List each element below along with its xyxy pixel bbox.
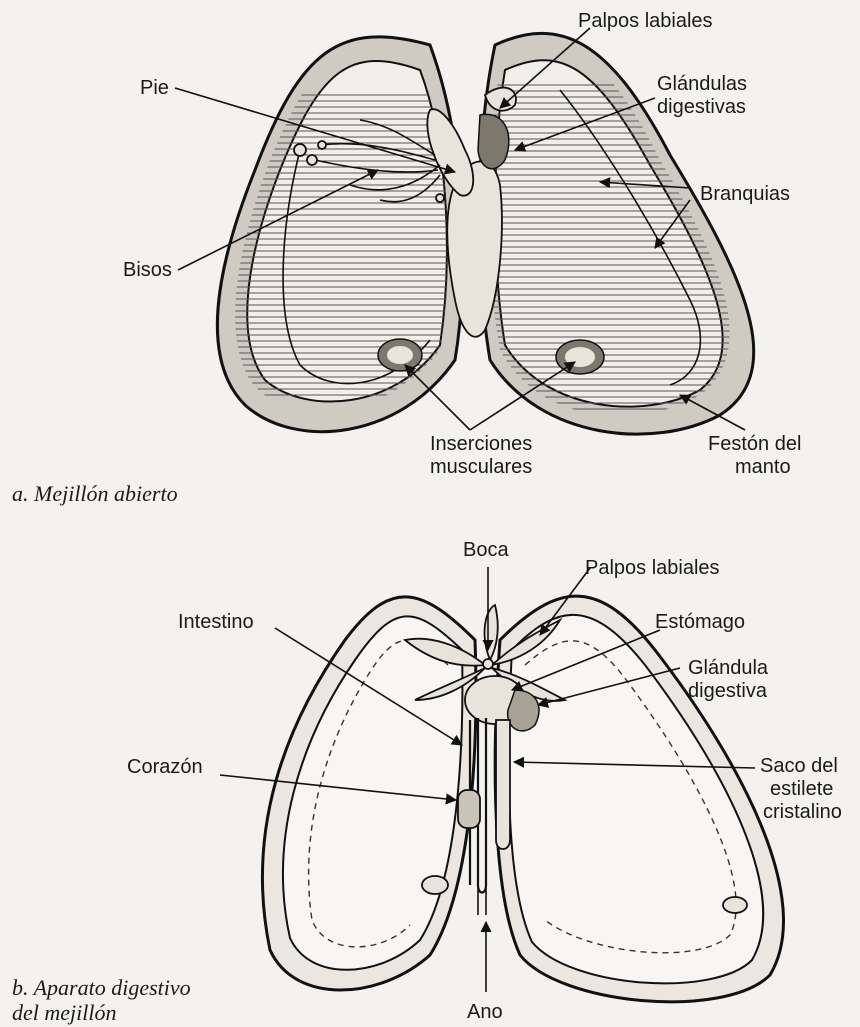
label-glandula-line1: Glándula	[688, 657, 769, 679]
label-branquias: Branquias	[700, 183, 790, 205]
label-glandula-line2: digestiva	[688, 680, 768, 702]
digestive-gland-b	[508, 690, 539, 731]
label-palpos-labiales-b: Palpos labiales	[585, 557, 720, 579]
label-corazon: Corazón	[127, 756, 203, 778]
label-inserciones-line2: musculares	[430, 456, 532, 478]
label-boca: Boca	[463, 539, 509, 561]
label-saco-line1: Saco del	[760, 755, 838, 777]
label-estomago: Estómago	[655, 611, 745, 633]
mouth-b	[483, 659, 493, 669]
caption-figure-a: a. Mejillón abierto	[12, 481, 178, 506]
label-bisos: Bisos	[123, 259, 172, 281]
label-pie: Pie	[140, 77, 169, 99]
label-glandulas-line1: Glándulas	[657, 73, 747, 95]
label-ano: Ano	[467, 1001, 503, 1023]
heart-b	[458, 790, 480, 828]
label-glandulas-line2: digestivas	[657, 96, 746, 118]
style-sac-b	[496, 720, 510, 849]
label-feston-line2: manto	[735, 456, 791, 478]
label-intestino: Intestino	[178, 611, 254, 633]
label-feston-line1: Festón del	[708, 433, 801, 455]
caption-figure-b-line1: b. Aparato digestivo	[12, 975, 191, 1000]
label-saco-line3: cristalino	[763, 801, 842, 823]
label-saco-line2: estilete	[770, 778, 833, 800]
label-palpos-labiales-a: Palpos labiales	[578, 10, 713, 32]
caption-figure-b-line2: del mejillón	[12, 1000, 116, 1025]
digestive-glands-a	[478, 114, 509, 168]
label-inserciones-line1: Inserciones	[430, 433, 532, 455]
